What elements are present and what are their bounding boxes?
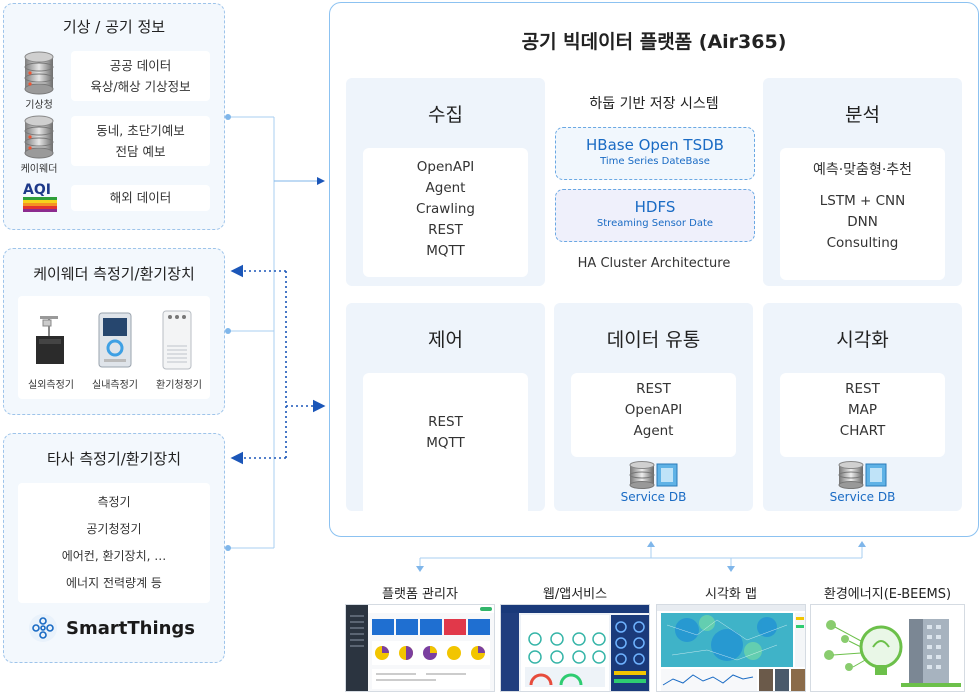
list-item: REST: [428, 414, 463, 430]
indoor-sensor-label: 실내측정기: [92, 380, 138, 391]
list-item: OpenAPI: [624, 402, 683, 418]
weather-source-panel: 기상 / 공기 정보 기상청 공공 데이터 육상/해상 기상정보 케이웨더: [3, 3, 225, 230]
hdfs-box: HDFS Streaming Sensor Date: [555, 189, 755, 242]
visualization-title: 시각화: [836, 329, 889, 351]
map-thumbnail[interactable]: [656, 604, 806, 692]
distribution-title: 데이터 유통: [606, 329, 701, 351]
visualization-card: 시각화 REST MAP CHART Service DB: [763, 303, 962, 511]
kweather-device-title: 케이웨더 측정기/환기장치: [33, 265, 195, 283]
platform-box: 공기 빅데이터 플랫폼 (Air365) 수집 OpenAPI Agent Cr…: [329, 2, 979, 537]
web-app-label: 웹/앱서비스: [542, 587, 608, 602]
weather-panel-title: 기상 / 공기 정보: [62, 18, 166, 36]
forecast-text: 동네, 초단기예보: [96, 123, 185, 138]
marine-weather-text: 육상/해상 기상정보: [90, 79, 191, 94]
public-data-box: 공공 데이터 육상/해상 기상정보: [71, 51, 210, 101]
third-party-title: 타사 측정기/환기장치: [46, 450, 182, 468]
platform-title: 공기 빅데이터 플랫폼 (Air365): [521, 31, 787, 53]
svg-text:AQI: AQI: [23, 182, 51, 198]
list-item: 측정기: [97, 495, 131, 509]
list-item: Agent: [425, 180, 466, 196]
hbase-sub: Time Series DateBase: [600, 156, 710, 167]
hdfs-sub: Streaming Sensor Date: [596, 218, 714, 229]
kweather-device-panel: 케이웨더 측정기/환기장치 실외측정기 실내측정기: [3, 248, 225, 415]
web-app-thumbnail[interactable]: [500, 604, 650, 692]
admin-label: 플랫폼 관리자: [382, 587, 458, 602]
control-list: REST MQTT: [363, 373, 528, 532]
outdoor-sensor-label: 실외측정기: [28, 380, 74, 391]
smartthings-logo-icon: [28, 613, 58, 643]
list-item: Consulting: [826, 235, 899, 251]
control-title: 제어: [428, 329, 463, 351]
distribution-list: REST OpenAPI Agent: [571, 373, 736, 457]
public-data-text: 공공 데이터: [109, 58, 172, 73]
indoor-sensor-icon: [98, 312, 132, 368]
collect-title: 수집: [428, 104, 463, 126]
third-party-list: 측정기 공기청정기 에어컨, 환기장치, … 에너지 전력량계 등: [18, 483, 210, 603]
list-item: MQTT: [426, 435, 465, 451]
forecast-box: 동네, 초단기예보 전담 예보: [71, 116, 210, 166]
distribution-card: 데이터 유통 REST OpenAPI Agent Service DB: [554, 303, 753, 511]
list-item: Crawling: [416, 201, 475, 217]
list-item: 에어컨, 환기장치, …: [61, 549, 167, 563]
overseas-data-text: 해외 데이터: [109, 190, 172, 205]
list-item: REST: [845, 381, 880, 397]
smartthings-brand: SmartThings: [66, 618, 196, 639]
kweather-label: 케이웨더: [20, 164, 58, 175]
service-db-icon: [626, 461, 682, 489]
service-db-label: Service DB: [620, 490, 687, 504]
outdoor-sensor-icon: [34, 314, 66, 366]
collect-list: OpenAPI Agent Crawling REST MQTT: [363, 148, 528, 277]
list-item: REST: [636, 381, 671, 397]
overseas-data-box: 해외 데이터: [71, 185, 210, 211]
list-item: CHART: [839, 423, 886, 439]
hbase-name: HBase Open TSDB: [586, 136, 724, 154]
map-label: 시각화 맵: [705, 587, 757, 602]
ventilator-label: 환기청정기: [156, 380, 202, 391]
list-item: OpenAPI: [416, 159, 475, 175]
dedicated-forecast-text: 전담 예보: [115, 144, 166, 159]
list-item: DNN: [847, 214, 878, 230]
list-item: Agent: [633, 423, 674, 439]
analysis-title: 분석: [845, 104, 880, 126]
service-db-icon: [835, 461, 891, 489]
database-icon: [22, 51, 56, 95]
device-box: 실외측정기 실내측정기 환기청정기: [18, 296, 210, 399]
ha-cluster-label: HA Cluster Architecture: [577, 256, 731, 271]
hbase-box: HBase Open TSDB Time Series DateBase: [555, 127, 755, 180]
kma-label: 기상청: [25, 100, 53, 111]
list-item: MAP: [847, 402, 878, 418]
ebeems-thumbnail[interactable]: [810, 604, 965, 692]
list-item: MQTT: [426, 243, 465, 259]
aqi-logo-icon: AQI: [21, 180, 59, 214]
database-icon: [22, 115, 56, 159]
list-item: REST: [428, 222, 463, 238]
list-item: LSTM + CNN: [819, 193, 906, 209]
list-item: 예측·맞춤형·추천: [812, 162, 913, 178]
third-party-panel: 타사 측정기/환기장치 측정기 공기청정기 에어컨, 환기장치, … 에너지 전…: [3, 433, 225, 663]
list-item: 에너지 전력량계 등: [66, 576, 162, 590]
list-item: 공기청정기: [86, 522, 142, 536]
analysis-card: 분석 예측·맞춤형·추천 LSTM + CNN DNN Consulting: [763, 78, 962, 286]
admin-dashboard-thumbnail[interactable]: [345, 604, 495, 692]
ebeems-label: 환경에너지(E-BEEMS): [823, 587, 952, 602]
service-db-label: Service DB: [829, 490, 896, 504]
collect-card: 수집 OpenAPI Agent Crawling REST MQTT: [346, 78, 545, 286]
analysis-list: 예측·맞춤형·추천 LSTM + CNN DNN Consulting: [780, 148, 945, 280]
hdfs-name: HDFS: [634, 198, 676, 216]
visualization-list: REST MAP CHART: [780, 373, 945, 457]
ventilator-icon: [162, 310, 192, 370]
storage-title: 하둡 기반 저장 시스템: [589, 96, 719, 112]
control-card: 제어 REST MQTT: [346, 303, 545, 532]
